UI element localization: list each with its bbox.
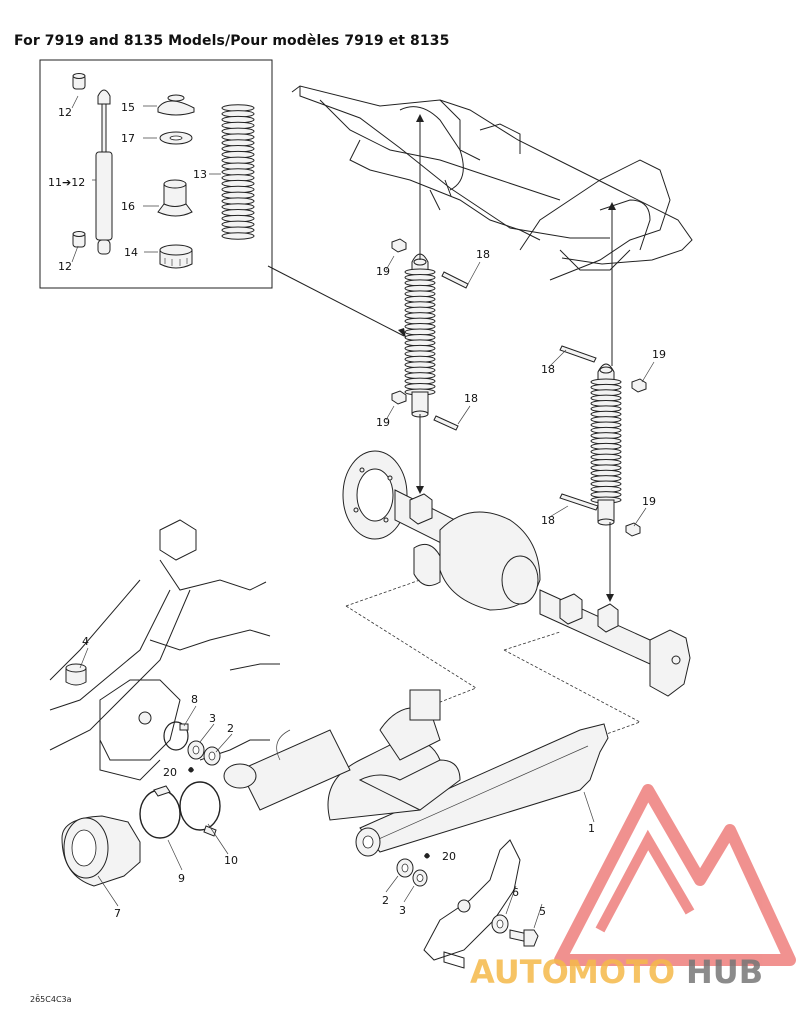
bushing-12-top bbox=[72, 73, 86, 90]
callout-18-b: 18 bbox=[464, 392, 478, 405]
callout-2-right: 2 bbox=[382, 894, 389, 907]
callout-5: 5 bbox=[539, 905, 546, 918]
callout-19-a: 19 bbox=[376, 265, 390, 278]
chassis-frame-lower bbox=[49, 519, 280, 781]
callout-13: 13 bbox=[193, 168, 207, 181]
callout-10: 10 bbox=[224, 854, 238, 867]
callout-19-d: 19 bbox=[642, 495, 656, 508]
callout-labels: 12 15 17 11➔12 13 16 12 14 19 18 19 18 1… bbox=[48, 95, 666, 929]
svg-text:HUB: HUB bbox=[686, 953, 763, 991]
callout-18-d: 18 bbox=[541, 514, 555, 527]
watermark-logo bbox=[554, 784, 796, 966]
callout-11-12: 11➔12 bbox=[48, 176, 85, 189]
callout-19-b: 19 bbox=[376, 416, 390, 429]
page-title: For 7919 and 8135 Models/Pour modèles 79… bbox=[14, 33, 450, 49]
callout-1: 1 bbox=[588, 822, 595, 835]
callout-3-left: 3 bbox=[209, 712, 216, 725]
right-shock-assembly bbox=[559, 345, 647, 537]
callout-20-left: 20 bbox=[163, 766, 177, 779]
callout-20-right: 20 bbox=[442, 850, 456, 863]
rear-frame bbox=[291, 85, 693, 281]
svg-text:MOTO: MOTO bbox=[567, 953, 675, 991]
callout-18-c: 18 bbox=[541, 363, 555, 376]
spring-coil bbox=[221, 232, 255, 240]
callout-12-bottom: 12 bbox=[58, 260, 72, 273]
rear-axle-assembly bbox=[342, 450, 691, 697]
bearing-seal-parts-right bbox=[396, 839, 539, 969]
callout-2-left: 2 bbox=[227, 722, 234, 735]
callout-12-top: 12 bbox=[58, 106, 72, 119]
drawing-code: 26̄5C4C3a bbox=[30, 994, 72, 1004]
callout-7: 7 bbox=[114, 907, 121, 920]
watermark-text: AUTO MOTO HUB bbox=[470, 953, 763, 991]
left-shock-assembly bbox=[391, 238, 469, 431]
coil-spring-13 bbox=[221, 104, 255, 240]
alignment-lines bbox=[267, 114, 641, 741]
callout-14: 14 bbox=[124, 246, 138, 259]
callout-17: 17 bbox=[121, 132, 135, 145]
callout-8: 8 bbox=[191, 693, 198, 706]
detail-inset bbox=[39, 59, 273, 289]
callout-16: 16 bbox=[121, 200, 135, 213]
callout-6: 6 bbox=[512, 886, 519, 899]
callout-18-a: 18 bbox=[476, 248, 490, 261]
callout-3-right: 3 bbox=[399, 904, 406, 917]
swing-arm-1 bbox=[223, 689, 609, 857]
spring-seat-15 bbox=[157, 94, 195, 116]
retainer-17 bbox=[159, 131, 193, 145]
callout-19-c: 19 bbox=[652, 348, 666, 361]
bushing-12-bottom bbox=[72, 231, 86, 248]
sleeve-16 bbox=[157, 179, 193, 217]
svg-text:AUTO: AUTO bbox=[470, 953, 569, 991]
adjuster-ring-14 bbox=[159, 244, 193, 269]
shock-absorber-11 bbox=[95, 89, 113, 255]
callout-15: 15 bbox=[121, 101, 135, 114]
callout-4: 4 bbox=[82, 635, 89, 648]
callout-9: 9 bbox=[178, 872, 185, 885]
bearing-seal-parts-left bbox=[61, 721, 221, 887]
